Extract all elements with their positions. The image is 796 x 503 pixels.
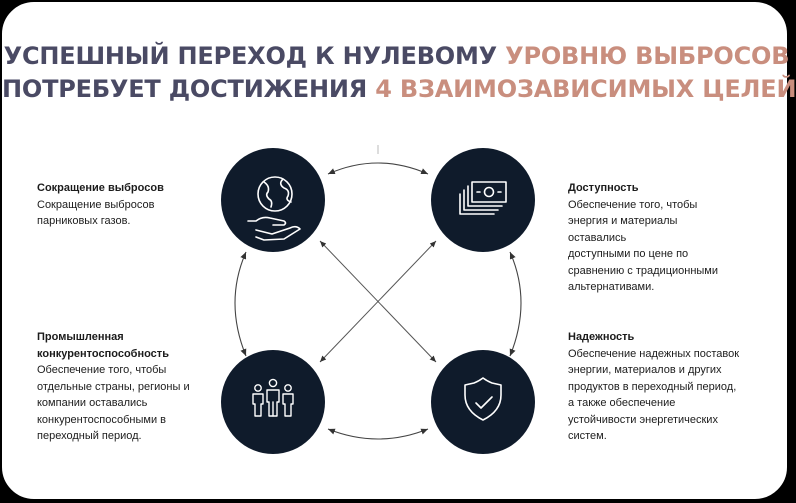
goal-description-line: парниковых газов. [37,215,131,227]
goal-description-line: доступными по цене по [568,248,689,260]
goal-description-line: а также обеспечение [568,397,676,409]
title-line-1: УСПЕШНЫЙ ПЕРЕХОД К НУЛЕВОМУ УРОВНЮ ВЫБРО… [2,40,791,73]
connector-diagonal-tr-bl [319,240,437,363]
banknotes-icon [459,181,507,215]
goal-description-line: сравнению с традиционными [568,264,719,277]
goal-description-line: Сокращение выбросов [37,198,155,211]
people-group-icon [252,378,294,417]
goal-description-line: компании оставались [37,397,148,409]
connector-right [509,251,522,357]
goal-node-reliability [431,350,535,454]
title-line-2-accent: 4 ВЗАИМОЗАВИСИМЫХ ЦЕЛЕЙ [375,75,796,103]
goal-description-line: продуктов в переходный период, [568,380,737,393]
goal-description-line: переходный период. [37,430,142,442]
goal-description-line: энергии, материалов и других [568,364,722,376]
connector-top [327,162,429,175]
title-line-1-dark: УСПЕШНЫЙ ПЕРЕХОД К НУЛЕВОМУ [3,42,506,70]
goal-description-line: энергия и материалы оставались [568,215,678,244]
goal-heading: Промышленная [37,331,124,343]
page-title: УСПЕШНЫЙ ПЕРЕХОД К НУЛЕВОМУ УРОВНЮ ВЫБРО… [2,40,796,106]
title-line-2-dark: ПОТРЕБУЕТ ДОСТИЖЕНИЯ [2,75,376,103]
goal-description-line: Обеспечение того, чтобы [37,364,167,376]
goal-description-line: систем. [568,430,607,442]
goal-description-line: Обеспечение надежных поставок [568,347,740,360]
shield-check-icon [464,377,502,421]
goal-description-line: устойчивости энергетических [568,413,718,426]
goal-node-emissions [221,148,325,252]
connector-bottom [327,428,429,440]
goal-node-affordability [431,148,535,252]
title-line-2: ПОТРЕБУЕТ ДОСТИЖЕНИЯ 4 ВЗАИМОЗАВИСИМЫХ Ц… [2,73,796,106]
goal-heading: Доступность [568,182,639,194]
goal-text-reliability: Надежность Обеспечение надежных поставок… [568,329,768,445]
connector-left [234,251,247,357]
goal-description-line: конкурентоспособными в [37,413,166,426]
globe-in-hand-icon [247,176,301,241]
goal-description-line: альтернативами. [568,281,655,293]
goal-text-emissions: Сокращение выбросов Сокращение выбросов … [37,180,207,230]
goal-text-competitiveness: Промышленная конкурентоспособность Обесп… [37,329,212,445]
goal-description-line: отдельные страны, регионы и [37,380,190,393]
goal-text-affordability: Доступность Обеспечение того, чтобы энер… [568,180,738,296]
goal-heading: Надежность [568,331,635,343]
goal-heading: конкурентоспособность [37,347,169,360]
title-line-1-accent: УРОВНЮ ВЫБРОСОВ [505,42,790,70]
goal-node-competitiveness [221,350,325,454]
goal-heading: Сокращение выбросов [37,182,164,194]
goal-description-line: Обеспечение того, чтобы [568,198,698,211]
